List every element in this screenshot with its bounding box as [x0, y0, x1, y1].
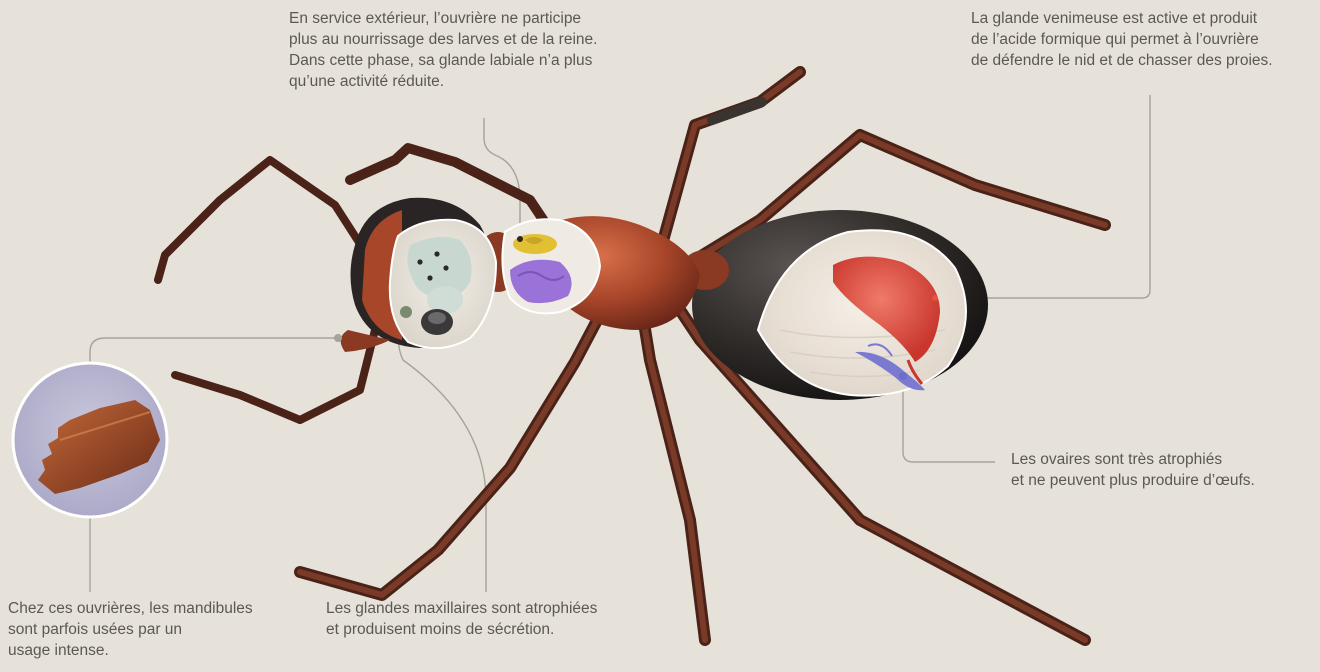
- leader-lines: [90, 95, 1150, 592]
- caption-line: En service extérieur, l’ouvrière ne part…: [289, 8, 597, 29]
- caption-line: et ne peuvent plus produire d’œufs.: [1011, 470, 1255, 491]
- caption-line: de défendre le nid et de chasser des pro…: [971, 50, 1273, 71]
- caption-mandibles: Chez ces ouvrières, les mandibules sont …: [8, 598, 253, 661]
- caption-maxillary-glands: Les glandes maxillaires sont atrophiées …: [326, 598, 597, 640]
- caption-line: usage intense.: [8, 640, 253, 661]
- caption-line: qu’une activité réduite.: [289, 71, 597, 92]
- mandible-magnifier: [13, 363, 167, 517]
- caption-line: sont parfois usées par un: [8, 619, 253, 640]
- caption-line: La glande venimeuse est active et produi…: [971, 8, 1273, 29]
- caption-ovaries: Les ovaires sont très atrophiés et ne pe…: [1011, 449, 1255, 491]
- caption-line: Les ovaires sont très atrophiés: [1011, 449, 1255, 470]
- caption-line: Dans cette phase, sa glande labiale n’a …: [289, 50, 597, 71]
- caption-line: Les glandes maxillaires sont atrophiées: [326, 598, 597, 619]
- leader-line-mandibles: [90, 338, 338, 375]
- caption-labial-gland: En service extérieur, l’ouvrière ne part…: [289, 8, 597, 92]
- caption-line: plus au nourrissage des larves et de la …: [289, 29, 597, 50]
- caption-line: de l’acide formique qui permet à l’ouvri…: [971, 29, 1273, 50]
- caption-line: et produisent moins de sécrétion.: [326, 619, 597, 640]
- caption-venom-gland: La glande venimeuse est active et produi…: [971, 8, 1273, 71]
- head-cutaway: [390, 220, 496, 348]
- caption-line: Chez ces ouvrières, les mandibules: [8, 598, 253, 619]
